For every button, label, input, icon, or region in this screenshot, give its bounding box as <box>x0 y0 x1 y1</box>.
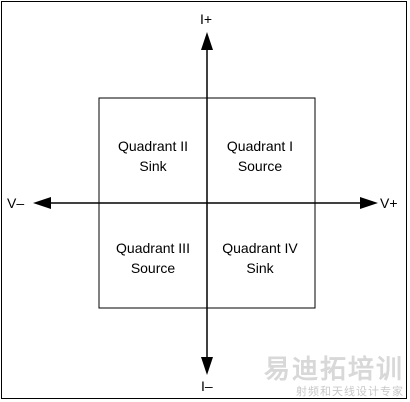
quadrant-1-name: Quadrant I <box>226 138 294 154</box>
quadrant-1-role: Source <box>237 158 283 174</box>
quadrant-2-name: Quadrant II <box>117 138 189 154</box>
quadrant-4-name: Quadrant IV <box>222 240 298 256</box>
voltage-positive-label: V+ <box>380 195 398 211</box>
current-negative-label: I– <box>201 378 213 394</box>
current-positive-label: I+ <box>200 11 213 27</box>
quadrant-2-label: Quadrant II Sink <box>100 136 206 176</box>
watermark: 易迪拓培训 射频和天线设计专家 <box>264 355 404 398</box>
quadrant-2-role: Sink <box>139 158 167 174</box>
watermark-main: 易迪拓培训 <box>263 355 404 385</box>
voltage-axis-right-arrow <box>360 197 378 209</box>
quadrant-1-label: Quadrant I Source <box>207 136 313 176</box>
current-axis-down-arrow <box>201 357 213 375</box>
quadrant-4-role: Sink <box>246 260 274 276</box>
watermark-sub: 射频和天线设计专家 <box>296 385 404 398</box>
voltage-axis-left-arrow <box>33 197 51 209</box>
voltage-negative-label: V– <box>7 195 25 211</box>
quadrant-3-role: Source <box>130 260 176 276</box>
quadrant-4-label: Quadrant IV Sink <box>207 238 313 278</box>
quadrant-3-name: Quadrant III <box>116 240 190 256</box>
current-axis-up-arrow <box>201 32 213 50</box>
quadrant-3-label: Quadrant III Source <box>100 238 206 278</box>
